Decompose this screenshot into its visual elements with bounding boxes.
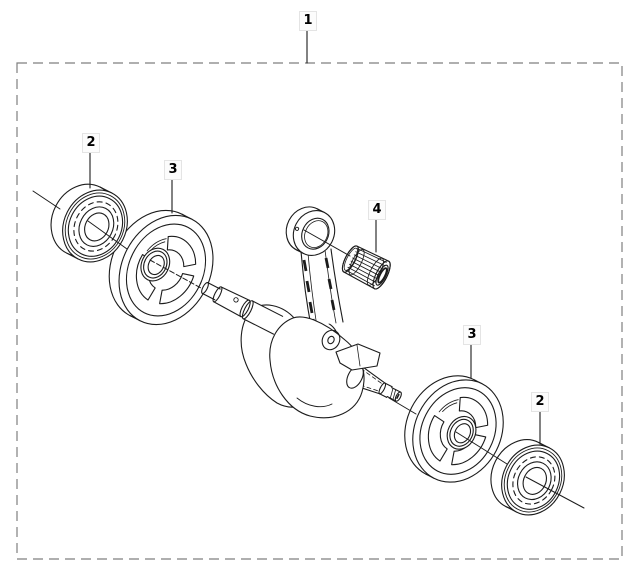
- callout-label-assembly[interactable]: 1: [299, 11, 317, 31]
- crankshaft-assembly-drawing: [201, 206, 402, 419]
- callout-label-bearing-right[interactable]: 2: [531, 392, 549, 412]
- callout-leader-lines: [89, 30, 541, 445]
- callout-label-crank-web-right[interactable]: 3: [463, 325, 481, 345]
- crank-web-right-drawing: [404, 375, 504, 483]
- ball-bearing-right-drawing: [490, 439, 565, 516]
- callout-label-needle-cage[interactable]: 4: [368, 200, 386, 220]
- axis-lines: [32, 190, 585, 509]
- dashed-border: [16, 62, 623, 560]
- crankshaft-journal-drawing: [201, 282, 284, 335]
- callout-label-crank-web-left[interactable]: 3: [164, 160, 182, 180]
- conrod-small-end-drawing: [285, 206, 336, 256]
- callout-label-bearing-left[interactable]: 2: [82, 133, 100, 153]
- needle-cage-drawing: [341, 245, 391, 290]
- crank-web-left-drawing: [108, 209, 214, 326]
- connecting-rod-drawing: [300, 248, 344, 331]
